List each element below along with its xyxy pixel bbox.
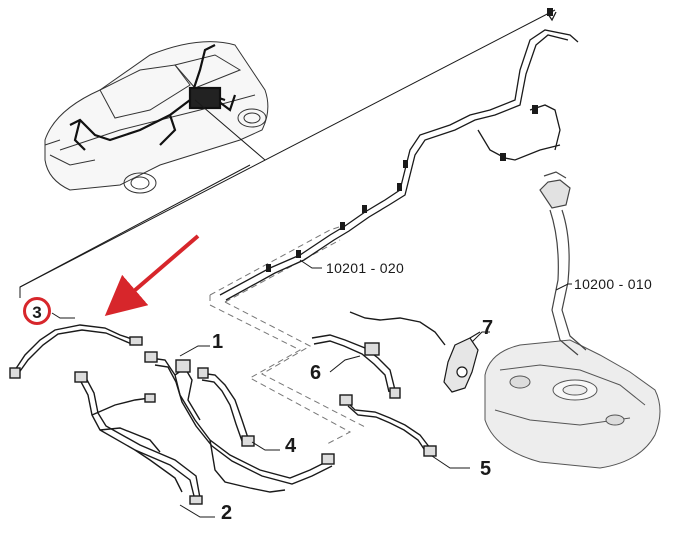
harness-part-1: [144, 351, 335, 493]
filler-neck: [539, 171, 587, 356]
harness-part-3: [9, 324, 143, 379]
callout-3-label: 3: [32, 303, 42, 322]
ref-leader-10200: [555, 283, 572, 291]
ref-leader-10201: [299, 259, 322, 269]
harness-part-6: [311, 311, 446, 399]
callout-leader-5: [431, 455, 470, 469]
sensor-part-7: [443, 331, 481, 393]
callout-4-label: 4: [285, 435, 297, 457]
callout-6-label: 6: [310, 362, 322, 384]
harness-part-2: [74, 371, 203, 505]
callout-leader-1: [179, 345, 210, 357]
ref-label-10201: 10201 - 020: [326, 260, 405, 276]
fuel-line-clips: [266, 8, 553, 272]
harness-part-4: [197, 367, 255, 447]
car-wiring-harness: [69, 44, 237, 151]
callout-leader-3: [51, 312, 75, 319]
callout-1-label: 1: [212, 331, 224, 353]
routing-dashed-outline: [209, 224, 366, 446]
callout-leader-2: [179, 504, 215, 518]
callout-leader-6: [329, 355, 361, 373]
callout-7-label: 7: [482, 317, 494, 339]
ref-label-10200: 10200 - 010: [574, 276, 653, 292]
fuel-tank: [484, 339, 661, 469]
section-frame: [19, 9, 556, 298]
callout-3-badge: 3: [23, 297, 51, 325]
red-arrow-icon: [104, 234, 200, 317]
callout-leader-7: [471, 331, 490, 343]
callout-2-label: 2: [221, 502, 233, 524]
harness-part-5: [339, 394, 437, 457]
car-thumbnail: [44, 41, 269, 194]
callout-leader-4: [251, 441, 280, 451]
car-callout-leader: [194, 99, 266, 161]
callout-5-label: 5: [480, 458, 492, 480]
